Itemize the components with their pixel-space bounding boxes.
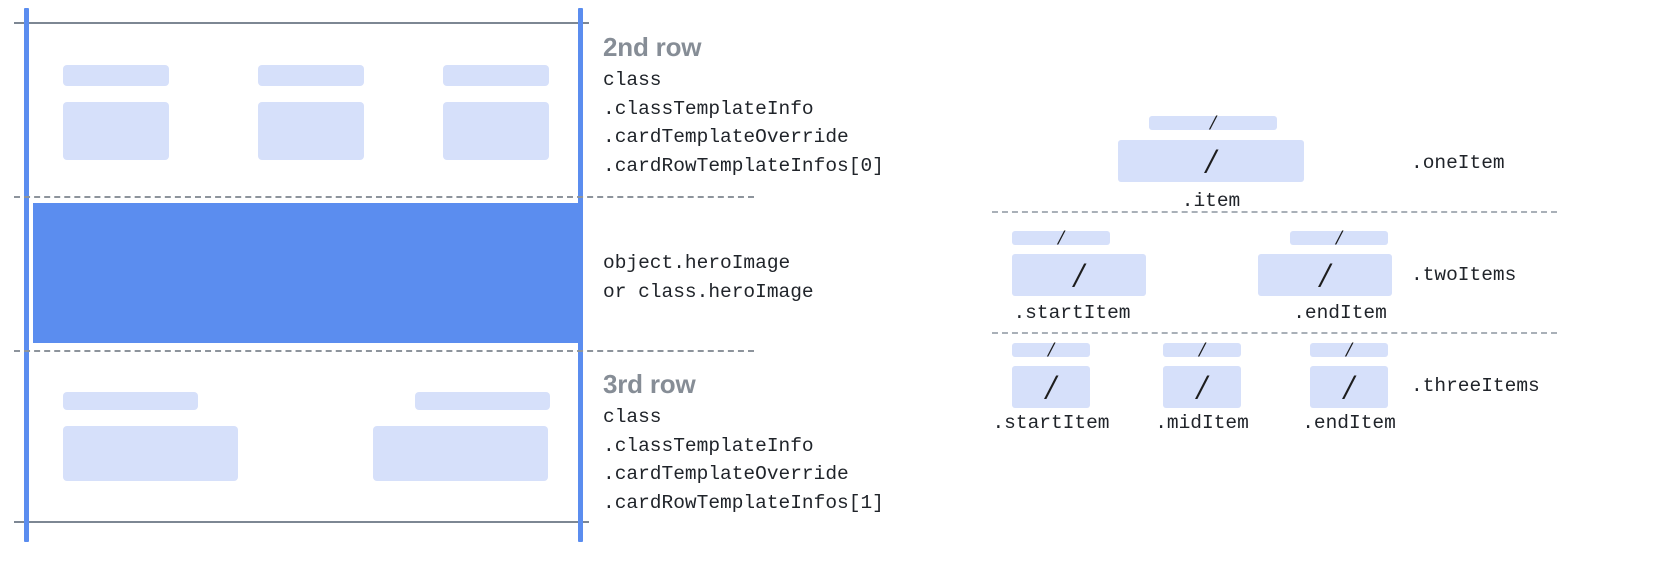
placeholder-bar-small <box>63 392 198 410</box>
placeholder-bar-large <box>373 426 548 481</box>
card-bottom-edge <box>14 521 589 523</box>
three-items-end-top-box: / <box>1310 339 1388 360</box>
third-row-annotation: 3rd row class .classTemplateInfo .cardTe… <box>603 369 884 517</box>
slash-icon: / <box>1206 141 1216 181</box>
two-items-start-main-box: / <box>1012 254 1146 296</box>
slash-icon: / <box>1336 225 1342 250</box>
two-items-end-label: .endItem <box>1293 302 1387 324</box>
two-items-start-label: .startItem <box>1013 302 1131 324</box>
slash-icon: / <box>1210 110 1216 135</box>
third-row-template-cells <box>33 352 581 520</box>
hero-image-code-path: object.heroImage or class.heroImage <box>603 252 814 303</box>
three-items-layout-label: .threeItems <box>1411 375 1540 397</box>
placeholder-bar-large <box>63 102 169 160</box>
item-layout-separator-1 <box>992 211 1557 213</box>
two-items-layout-label: .twoItems <box>1411 264 1517 286</box>
slash-icon: / <box>1197 367 1207 407</box>
three-items-mid-top-box: / <box>1163 339 1241 360</box>
item-layout-diagram: / / .item .oneItem / / .startItem / <box>960 0 1676 584</box>
slash-icon: / <box>1046 367 1056 407</box>
hero-image-annotation: object.heroImage or class.heroImage <box>603 249 814 306</box>
two-items-start-top-box: / <box>1012 227 1110 248</box>
row-separator-dashed-top <box>14 196 754 198</box>
slash-icon: / <box>1320 255 1330 295</box>
card-top-edge <box>14 22 589 24</box>
second-row-title: 2nd row <box>603 32 702 62</box>
slash-icon: / <box>1346 337 1352 362</box>
placeholder-bar-large <box>443 102 549 160</box>
slash-icon: / <box>1048 337 1054 362</box>
item-layout-separator-2 <box>992 332 1557 334</box>
three-items-end-main-box: / <box>1310 366 1388 408</box>
one-item-cell-label: .item <box>1181 190 1241 212</box>
placeholder-bar-large <box>63 426 238 481</box>
second-row-template-cells <box>33 24 581 194</box>
second-row-code-path: class .classTemplateInfo .cardTemplateOv… <box>603 69 884 177</box>
placeholder-bar-small <box>63 65 169 86</box>
three-items-start-top-box: / <box>1012 339 1090 360</box>
one-item-main-box: / <box>1118 140 1304 182</box>
placeholder-bar-small <box>443 65 549 86</box>
three-items-end-label: .endItem <box>1302 412 1396 434</box>
three-items-mid-main-box: / <box>1163 366 1241 408</box>
two-items-end-top-box: / <box>1290 227 1388 248</box>
row-separator-dashed-bottom <box>14 350 754 352</box>
card-template-diagram <box>0 0 754 584</box>
hero-image-band <box>33 203 581 343</box>
three-items-mid-label: .midItem <box>1155 412 1249 434</box>
slash-icon: / <box>1074 255 1084 295</box>
placeholder-bar-small <box>258 65 364 86</box>
slash-icon: / <box>1344 367 1354 407</box>
two-items-end-main-box: / <box>1258 254 1392 296</box>
card-left-guide-rail <box>24 8 29 542</box>
third-row-title: 3rd row <box>603 369 696 399</box>
slash-icon: / <box>1058 225 1064 250</box>
one-item-layout-label: .oneItem <box>1411 152 1505 174</box>
third-row-code-path: class .classTemplateInfo .cardTemplateOv… <box>603 406 884 514</box>
three-items-start-label: .startItem <box>992 412 1110 434</box>
one-item-top-box: / <box>1149 112 1277 133</box>
second-row-annotation: 2nd row class .classTemplateInfo .cardTe… <box>603 32 884 180</box>
placeholder-bar-small <box>415 392 550 410</box>
slash-icon: / <box>1199 337 1205 362</box>
placeholder-bar-large <box>258 102 364 160</box>
three-items-start-main-box: / <box>1012 366 1090 408</box>
